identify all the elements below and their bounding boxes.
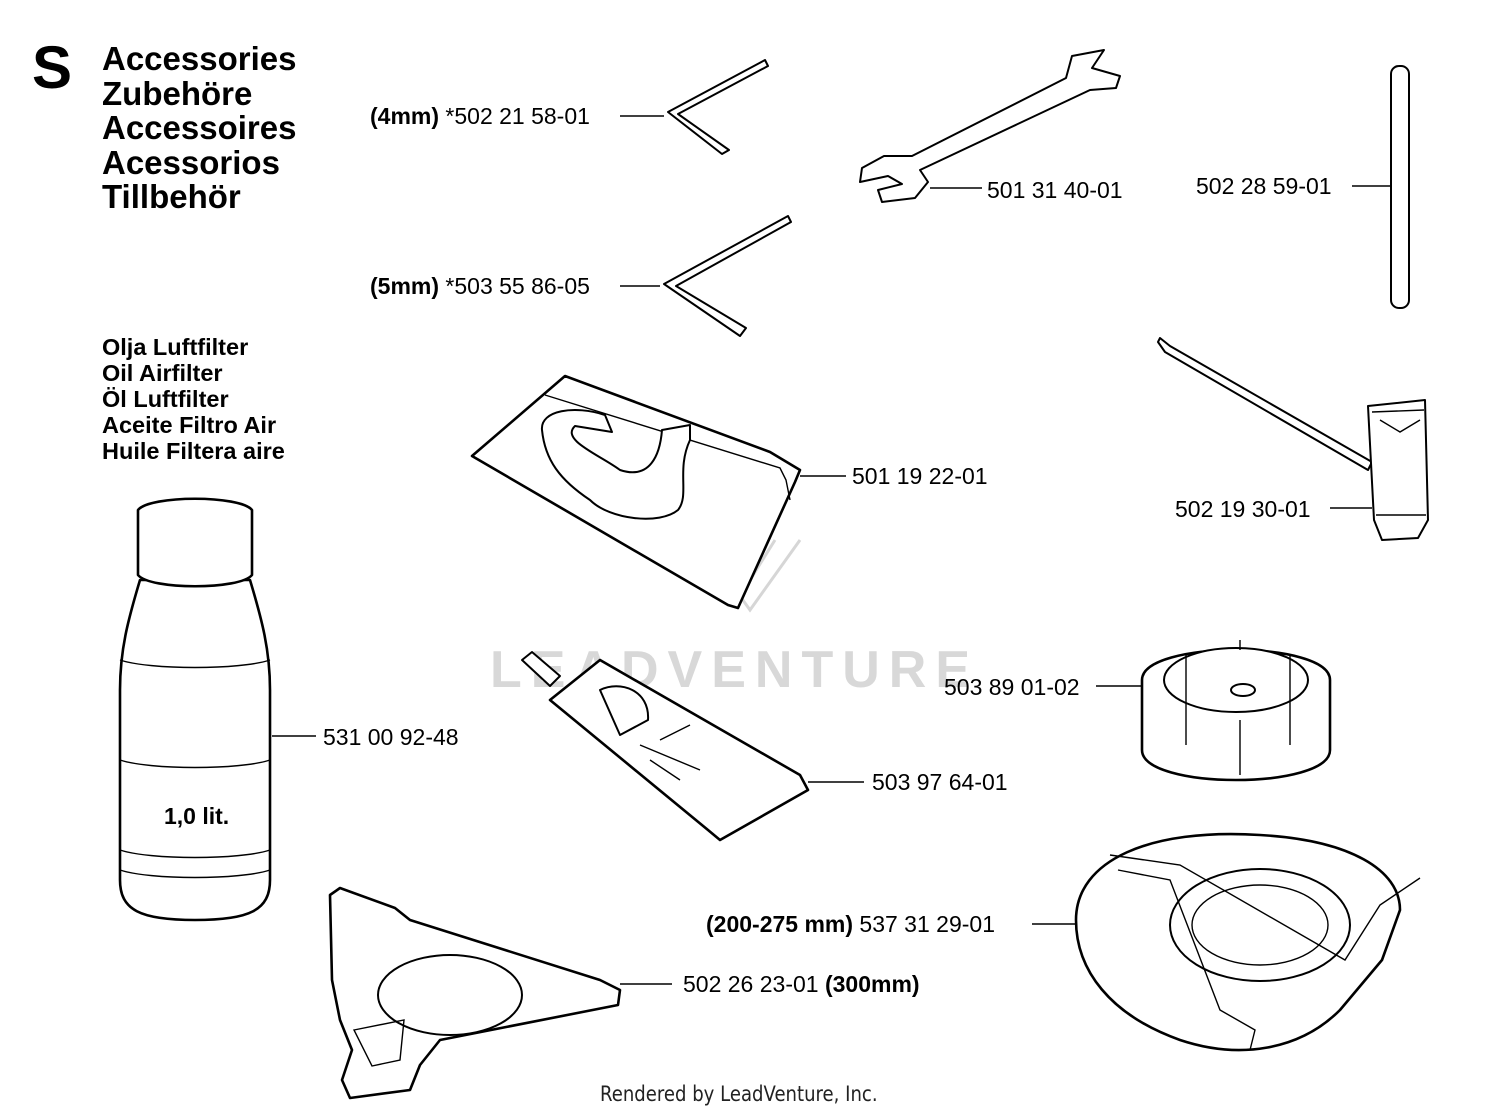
bottle-volume-label: 1,0 lit.	[164, 803, 230, 829]
part-number: 501 31 40-01	[987, 177, 1123, 203]
part-number: 537 31 29-01	[859, 911, 995, 937]
support-cup-illustration	[1096, 640, 1332, 782]
part-number: 501 19 22-01	[852, 463, 988, 489]
oil-title-line: Oil Airfilter	[102, 360, 223, 386]
part-label-wrench: 501 31 40-01	[987, 177, 1123, 203]
guard-illustration	[328, 886, 672, 1100]
part-label-hex-key-5mm: (5mm) *503 55 86-05	[370, 273, 590, 299]
oil-bottle-illustration	[118, 497, 316, 922]
part-number: *502 21 58-01	[445, 103, 590, 129]
oil-title-line: Olja Luftfilter	[102, 334, 249, 360]
part-label-oil-bottle: 531 00 92-48	[323, 724, 459, 750]
part-number: 502 28 59-01	[1196, 173, 1332, 199]
air-filter-bag-illustration	[470, 374, 846, 610]
oil-title-list: Olja Luftfilter Oil Airfilter Öl Luftfil…	[102, 334, 285, 464]
part-label-socket-wrench: 502 19 30-01	[1175, 496, 1311, 522]
part-size: (300mm)	[824, 971, 920, 997]
oil-title-line: Öl Luftfilter	[102, 386, 229, 412]
part-label-grease-tube: 503 97 64-01	[872, 769, 1008, 795]
part-label-air-filter-bag: 501 19 22-01	[852, 463, 988, 489]
part-label-harness-plate: (200-275 mm) 537 31 29-01	[706, 911, 995, 937]
title-line: Accessoires	[102, 109, 297, 146]
title-list: Accessories Zubehöre Accessoires Acessor…	[102, 40, 297, 215]
part-size: (200-275 mm)	[706, 911, 854, 937]
oil-title-line: Huile Filtera aire	[102, 438, 285, 464]
part-label-support-cup: 503 89 01-02	[944, 674, 1080, 700]
part-label-pin: 502 28 59-01	[1196, 173, 1332, 199]
part-number: 503 89 01-02	[944, 674, 1080, 700]
oil-title-line: Aceite Filtro Air	[102, 412, 277, 438]
footer-credit: Rendered by LeadVenture, Inc.	[600, 1082, 878, 1106]
harness-plate-illustration	[1032, 832, 1421, 1052]
part-number: *503 55 86-05	[445, 273, 590, 299]
wrench-illustration	[859, 49, 1121, 203]
grease-tube-illustration	[521, 651, 864, 842]
title-line: Accessories	[102, 40, 297, 77]
part-number: 503 97 64-01	[872, 769, 1008, 795]
part-label-guard: 502 26 23-01 (300mm)	[683, 971, 920, 997]
pin-illustration	[1352, 65, 1410, 309]
title-line: Zubehöre	[102, 74, 253, 112]
part-number: 502 19 30-01	[1175, 496, 1311, 522]
part-size: (5mm)	[370, 273, 440, 299]
section-letter: S	[32, 34, 73, 101]
socket-wrench-illustration	[1157, 337, 1429, 541]
part-size: (4mm)	[370, 103, 440, 129]
title-line: Tillbehör	[102, 178, 241, 215]
part-number: 502 26 23-01	[683, 971, 819, 997]
part-number: 531 00 92-48	[323, 724, 459, 750]
hex-key-4mm-illustration	[620, 59, 769, 155]
part-label-hex-key-4mm: (4mm) *502 21 58-01	[370, 103, 590, 129]
title-line: Acessorios	[102, 143, 280, 181]
hex-key-5mm-illustration	[620, 215, 792, 337]
